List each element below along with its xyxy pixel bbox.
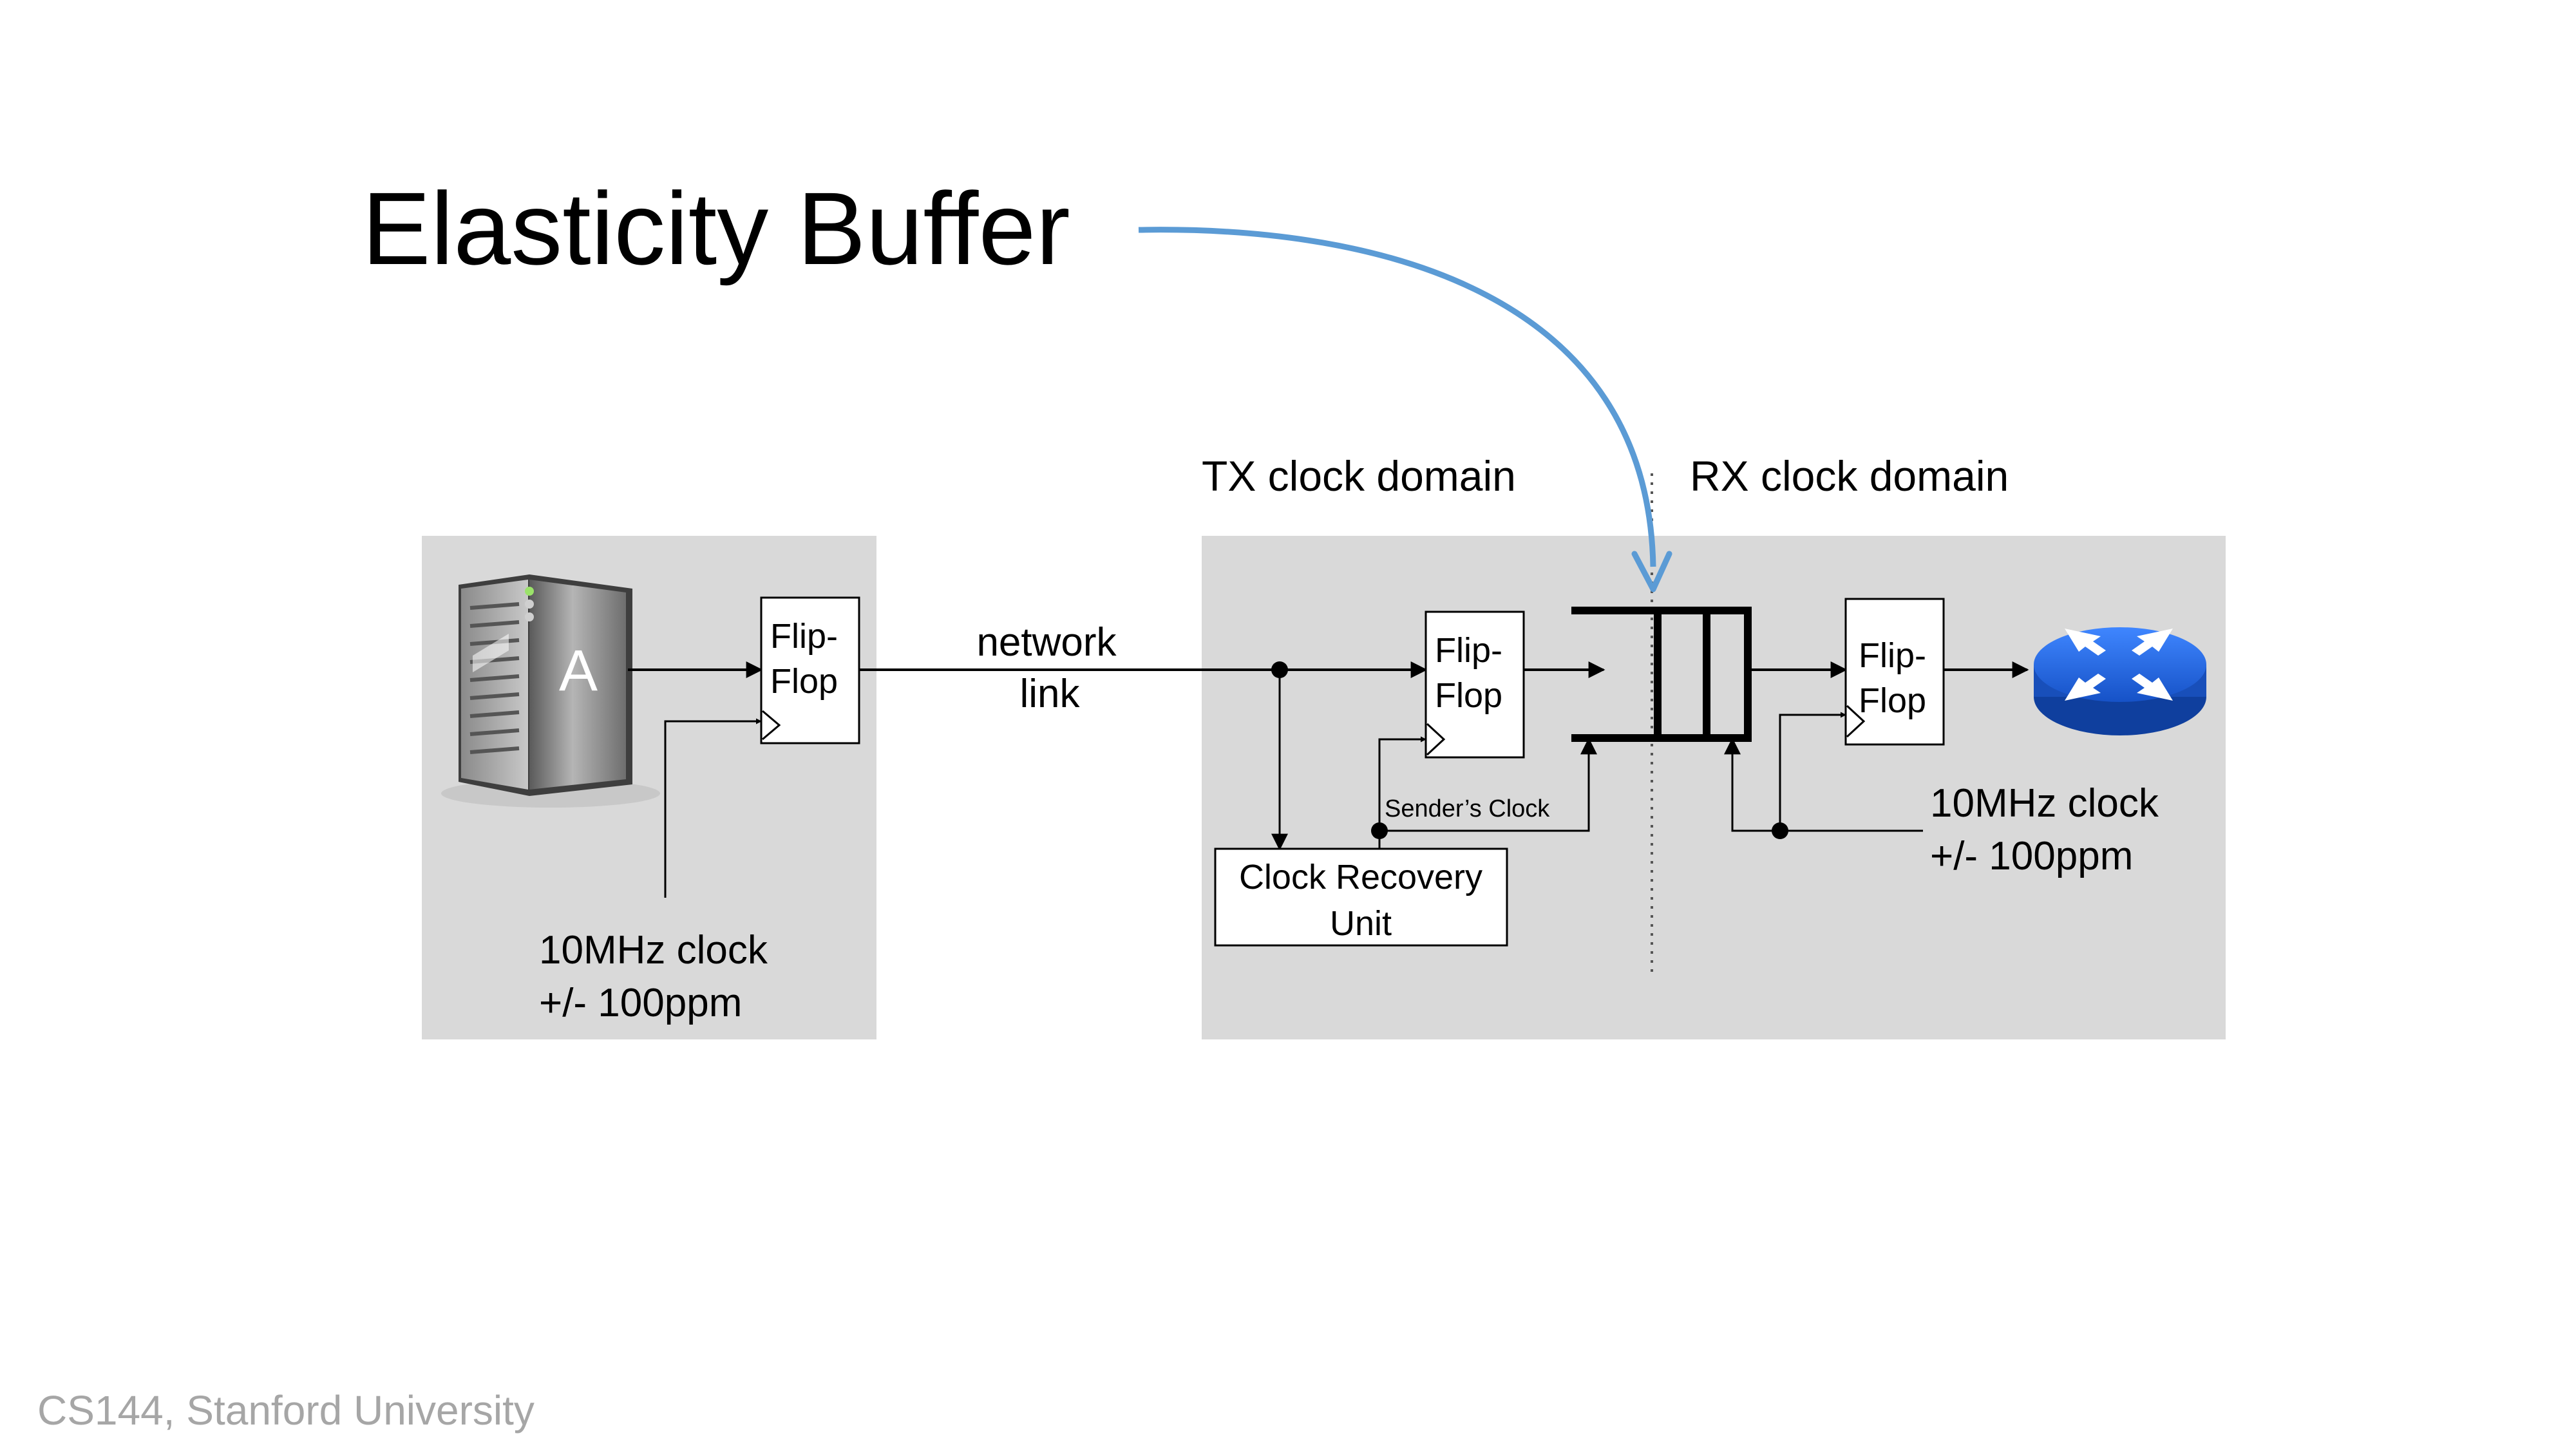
receiver-clock-junction (1772, 822, 1788, 839)
receiver-flipflop-2-clock-input-icon (1846, 705, 1866, 738)
recovered-clock-to-flipflop-wire (1378, 736, 1426, 831)
receiver-flipflop-1 (1425, 611, 1525, 759)
receiver-clock-to-buffer-wire (1724, 737, 1780, 832)
annotation-arrowhead (1631, 551, 1672, 592)
elasticity-buffer (1571, 607, 1752, 742)
sender-flipflop (760, 596, 860, 744)
router-icon (2034, 627, 2206, 735)
receiver-flipflop-2-label-1: Flip- (1859, 636, 1926, 675)
slide-footer: CS144, Stanford University (37, 1387, 535, 1434)
sender-clock-label-1: 10MHz clock (539, 928, 768, 972)
receiver-panel (1202, 536, 2226, 1039)
network-link-label-2: link (1019, 672, 1080, 716)
host-label: A (559, 639, 598, 703)
receiver-clock-to-flipflop-wire (1779, 712, 1846, 831)
receiver-flipflop-1-label-1: Flip- (1435, 631, 1502, 670)
senders-clock-label: Sender’s Clock (1385, 795, 1550, 822)
recovered-clock-junction (1371, 822, 1388, 839)
annotation-arrow (1138, 227, 1656, 567)
receiver-flipflop-1-clock-input-icon (1426, 723, 1446, 756)
clock-recovery-unit-label-1: Clock Recovery (1239, 858, 1482, 896)
rx-domain-label: RX clock domain (1690, 452, 2009, 500)
slide-title: Elasticity Buffer (362, 171, 1070, 286)
receiver-flipflop-2-label-2: Flop (1859, 681, 1926, 720)
sender-flipflop-clock-input-icon (762, 710, 781, 741)
sender-clock-label-2: +/- 100ppm (539, 981, 742, 1025)
receiver-clock-label-2: +/- 100ppm (1930, 834, 2133, 878)
recovered-clock-to-buffer-wire (1379, 737, 1597, 832)
sender-flipflop-label-2: Flop (770, 662, 838, 701)
sender-clock-wire (664, 718, 762, 898)
server-icon (441, 574, 660, 808)
receiver-clock-label-1: 10MHz clock (1930, 781, 2159, 826)
network-link-label-1: network (976, 620, 1117, 665)
clock-recovery-unit (1214, 848, 1508, 947)
sender-flipflop-label-1: Flip- (770, 617, 838, 656)
receiver-flipflop-1-label-2: Flop (1435, 676, 1502, 715)
clock-recovery-unit-label-2: Unit (1330, 904, 1392, 943)
tx-domain-label: TX clock domain (1202, 452, 1516, 500)
